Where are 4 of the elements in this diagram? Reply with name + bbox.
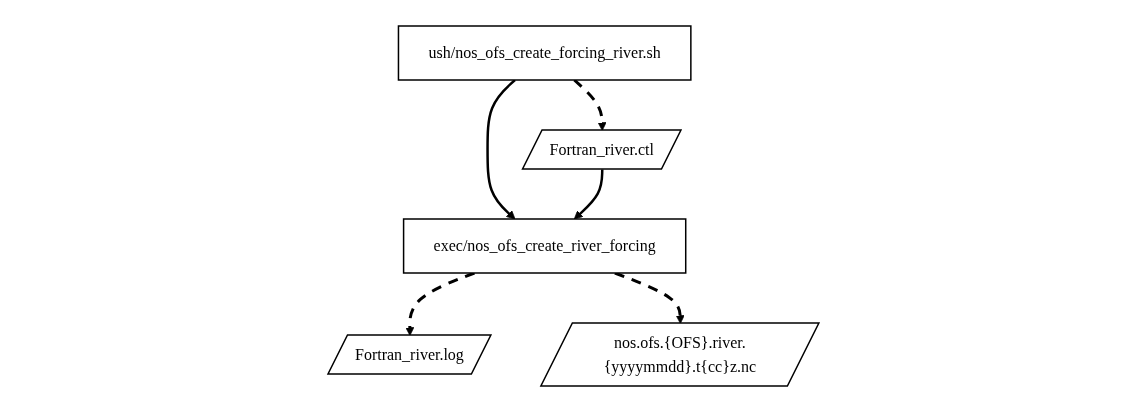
arrow xyxy=(485,78,516,219)
node-box: ush/nos_ofs_create_forcing_river.sh xyxy=(397,24,692,81)
node-box: exec/nos_ofs_create_river_forcing xyxy=(402,217,687,274)
arrow xyxy=(573,168,604,219)
